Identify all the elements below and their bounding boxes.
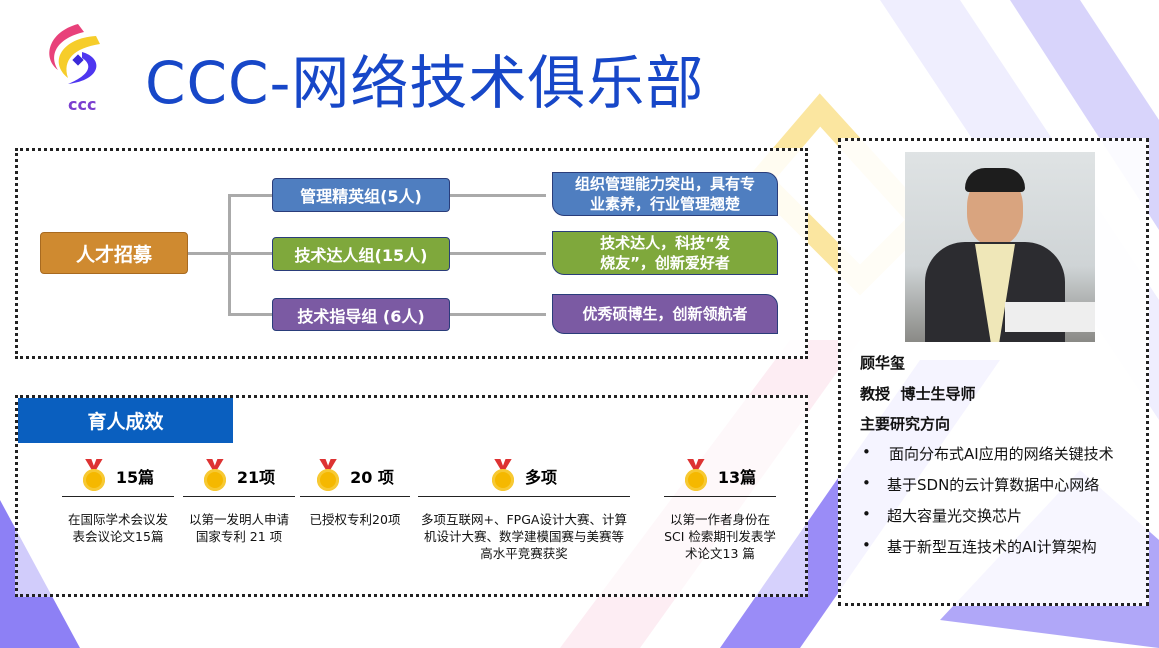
group-tech-desc: 技术达人，科技“发烧友”，创新爱好者 — [552, 231, 778, 275]
achievement-patent-applications: 21项以第一发明人申请国家专利 21 项 — [183, 455, 295, 545]
medal-icon — [316, 459, 340, 493]
medal-icon — [684, 459, 708, 493]
research-item: 基于SDN的云计算数据中心网络 — [862, 474, 1099, 495]
research-item: 超大容量光交换芯片 — [862, 505, 1022, 526]
achievement-granted-patents: 20 项已授权专利20项 — [300, 455, 410, 528]
medal-icon — [203, 459, 227, 493]
achievement-sci-papers: 13篇以第一作者身份在SCI 检索期刊发表学术论文13 篇 — [664, 455, 776, 562]
medal-icon — [82, 459, 106, 493]
profile-photo — [905, 152, 1095, 342]
group-tech: 技术达人组(15人) — [272, 237, 450, 271]
achievement-competitions: 多项多项互联网+、FPGA设计大赛、计算机设计大赛、数学建模国赛与美赛等高水平竞… — [418, 455, 630, 562]
medal-icon — [491, 459, 515, 493]
achievement-conference-papers: 15篇在国际学术会议发表会议论文15篇 — [62, 455, 174, 545]
research-item: 基于新型互连技术的AI计算架构 — [862, 536, 1097, 557]
research-heading: 主要研究方向 — [860, 415, 951, 433]
profile-title: 教授 博士生导师 — [860, 385, 976, 403]
research-item: 面向分布式AI应用的网络关键技术 — [862, 443, 1114, 464]
group-management-desc: 组织管理能力突出，具有专业素养，行业管理翘楚 — [552, 172, 778, 216]
group-management: 管理精英组(5人) — [272, 178, 450, 212]
profile-name: 顾华玺 — [860, 354, 906, 372]
page-title: CCC-网络技术俱乐部 — [145, 49, 705, 117]
svg-text:ccc: ccc — [68, 95, 96, 114]
club-logo: ccc — [49, 24, 100, 114]
results-title: 育人成效 — [18, 398, 233, 443]
group-advisor-desc: 优秀硕博生，创新领航者 — [552, 294, 778, 334]
research-list: 面向分布式AI应用的网络关键技术 基于SDN的云计算数据中心网络 超大容量光交换… — [862, 443, 1152, 573]
group-advisor: 技术指导组 (6人) — [272, 298, 450, 331]
recruitment-root: 人才招募 — [40, 232, 188, 274]
